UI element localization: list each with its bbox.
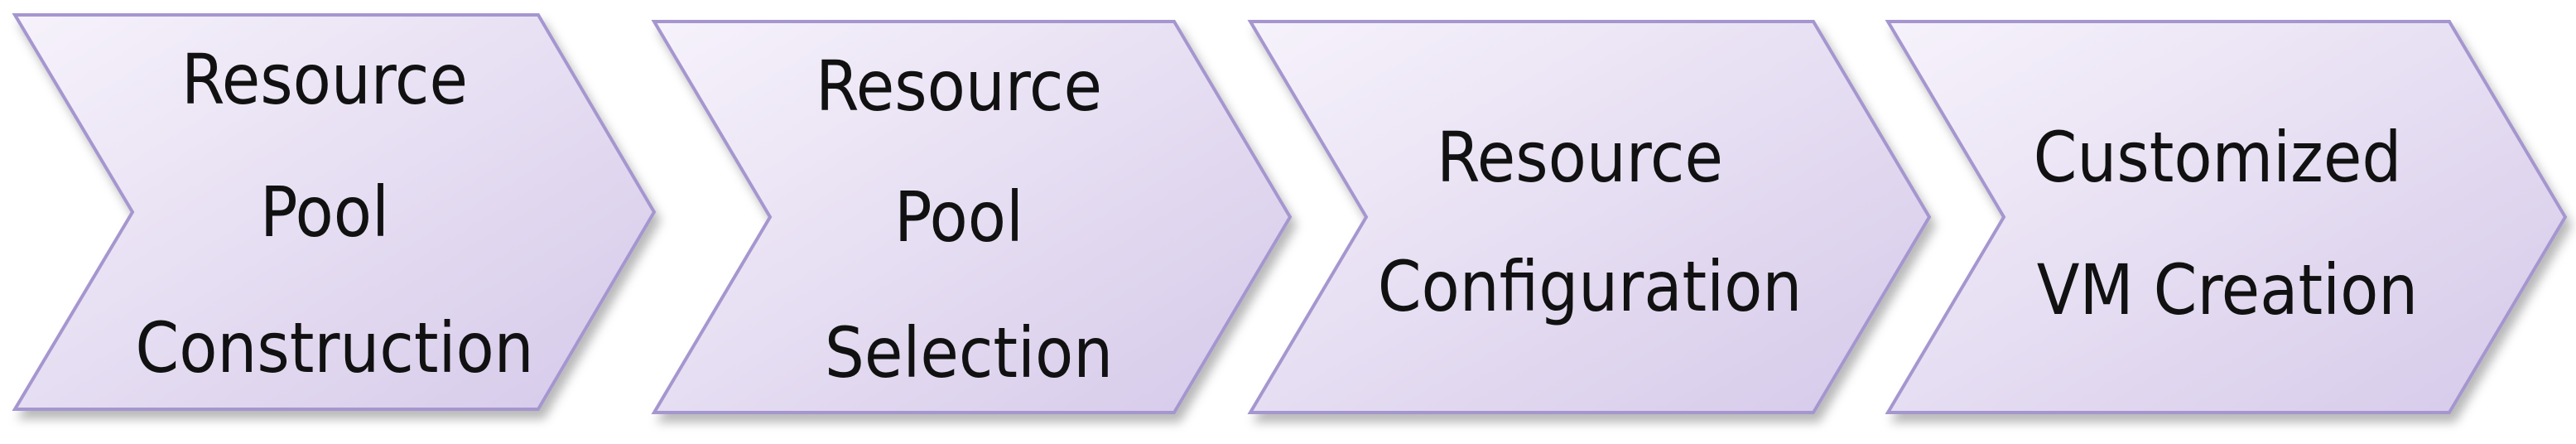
chevron-shape [1885, 20, 2568, 414]
step-3-line-1: Resource [1437, 117, 1723, 198]
chevron-shape [12, 13, 657, 411]
step-1-chevron: Resource Pool Construction [12, 13, 657, 411]
step-2-line-1: Resource [816, 46, 1102, 127]
step-4-line-1: Customized [2034, 117, 2402, 198]
step-1-line-3: Construction [135, 307, 533, 388]
chevron-shape [1247, 20, 1932, 414]
chevron-shape [651, 20, 1293, 414]
step-2-chevron: Resource Pool Selection [651, 20, 1293, 414]
step-1-label: Resource Pool Construction [135, 39, 533, 388]
step-2-line-3: Selection [825, 312, 1113, 393]
step-3-chevron: Resource Configuration [1247, 20, 1932, 414]
step-2-label: Resource Pool Selection [816, 46, 1122, 393]
step-3-line-2: Configuration [1378, 246, 1803, 327]
step-4-line-2: VM Creation [2037, 249, 2418, 331]
step-1-line-2: Pool [260, 171, 389, 253]
step-1-line-1: Resource [181, 39, 468, 120]
step-3-label: Resource Configuration [1378, 117, 1803, 327]
step-2-line-2: Pool [894, 176, 1023, 258]
step-4-chevron: Customized VM Creation [1885, 20, 2568, 414]
step-4-label: Customized VM Creation [2034, 117, 2422, 331]
